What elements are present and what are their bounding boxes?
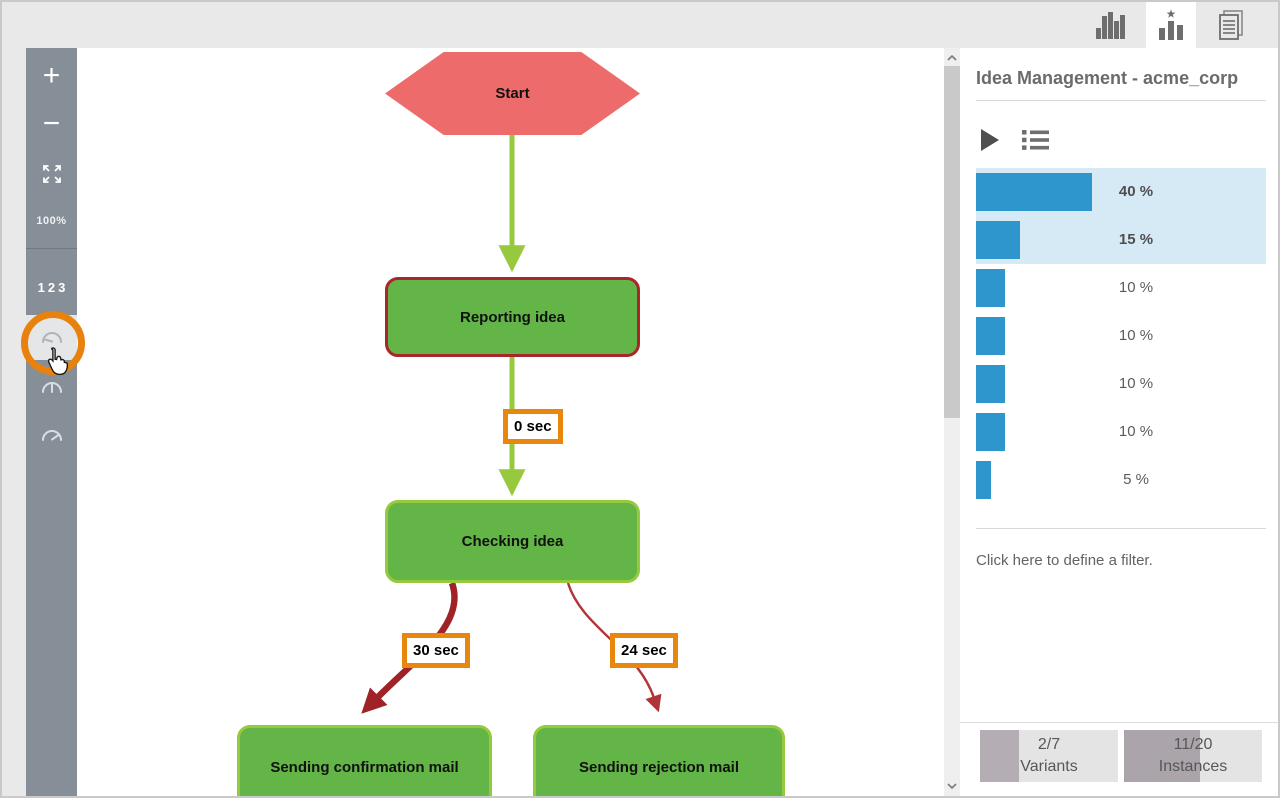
speed-fast-button[interactable] — [26, 413, 77, 458]
zoom-in-button[interactable]: + — [42, 59, 61, 92]
node-checking-idea[interactable]: Checking idea — [385, 500, 640, 583]
variant-list-button[interactable] — [1022, 129, 1049, 151]
panel-divider — [976, 528, 1266, 529]
scroll-up-button[interactable] — [944, 50, 960, 66]
documents-icon — [1219, 10, 1243, 40]
variants-chart: 40 % 15 % 10 % 10 % 10 % 10 % 5 % — [976, 168, 1266, 504]
gauge-slow-icon — [41, 332, 62, 343]
play-icon — [981, 129, 999, 151]
instances-label: Instances — [1158, 758, 1228, 775]
stat-badge: 11/20 Instances — [1124, 730, 1262, 782]
expand-icon — [42, 165, 61, 183]
view-tabs — [1086, 2, 1256, 48]
variant-percent-label: 10 % — [1118, 375, 1154, 392]
numbers-toggle-button[interactable]: 123 — [37, 280, 69, 295]
star-chart-icon — [1159, 9, 1183, 40]
variant-row[interactable]: 40 % — [976, 168, 1266, 216]
node-reporting-idea[interactable]: Reporting idea — [385, 277, 640, 357]
stat-badge: 2/7 Variants — [980, 730, 1118, 782]
variant-row[interactable]: 5 % — [976, 456, 1266, 504]
process-canvas[interactable]: Start Reporting idea Checking idea Sendi… — [77, 48, 944, 796]
tab-variants[interactable] — [1146, 2, 1196, 48]
tab-documents[interactable] — [1206, 2, 1256, 48]
variant-percent-label: 10 % — [1118, 423, 1154, 440]
variant-percent-label: 15 % — [1118, 231, 1154, 248]
list-icon — [1022, 130, 1049, 150]
speed-medium-button[interactable] — [26, 365, 77, 410]
fit-screen-button[interactable] — [26, 163, 77, 190]
scroll-down-button[interactable] — [944, 778, 960, 794]
variants-panel: Idea Management - acme_corp 40 % 15 % 10 %… — [960, 48, 1278, 796]
panel-title: Idea Management - acme_corp — [976, 68, 1239, 88]
zoom-level-button[interactable]: 100% — [36, 215, 67, 227]
variant-percent-label: 5 % — [1123, 471, 1149, 488]
gauge-medium-icon — [41, 382, 62, 393]
variant-bar[interactable] — [976, 173, 1092, 211]
chevron-up-icon — [947, 55, 957, 61]
edge-duration-label-0sec: 0 sec — [503, 409, 563, 444]
edge-duration-label-30sec: 30 sec — [402, 633, 470, 668]
variant-bar[interactable] — [976, 269, 1005, 307]
define-filter-link[interactable]: Click here to define a filter. — [976, 552, 1153, 569]
bar-chart-icon — [1096, 12, 1125, 39]
variant-row[interactable]: 10 % — [976, 408, 1266, 456]
variants-count: 2/7 — [1037, 736, 1061, 753]
chevron-down-icon — [947, 783, 957, 789]
variant-percent-label: 40 % — [1118, 183, 1154, 200]
tab-charts[interactable] — [1086, 2, 1136, 48]
variant-bar[interactable] — [976, 221, 1020, 259]
variant-bar[interactable] — [976, 461, 991, 499]
zoom-out-button[interactable]: − — [42, 107, 61, 140]
variant-row[interactable]: 15 % — [976, 216, 1266, 264]
variant-percent-label: 10 % — [1118, 327, 1154, 344]
scrollbar-thumb[interactable] — [944, 66, 960, 418]
variant-percent-label: 10 % — [1118, 279, 1154, 296]
gauge-fast-icon — [41, 430, 62, 441]
instances-count: 11/20 — [1173, 736, 1213, 753]
node-start[interactable]: Start — [385, 52, 640, 135]
node-sending-confirmation-mail[interactable]: Sending confirmation mail — [237, 725, 492, 796]
panel-divider — [976, 100, 1266, 101]
toolbar-divider — [26, 248, 77, 249]
variant-bar[interactable] — [976, 413, 1005, 451]
edge-checking-to-rejection[interactable] — [566, 582, 662, 713]
variant-bar[interactable] — [976, 317, 1005, 355]
edge-duration-label-24sec: 24 sec — [610, 633, 678, 668]
canvas-scrollbar[interactable] — [944, 48, 960, 796]
canvas-toolbar: + − 100% 123 — [26, 48, 77, 796]
variant-row[interactable]: 10 % — [976, 360, 1266, 408]
variants-label: Variants — [1020, 758, 1078, 775]
variant-bar[interactable] — [976, 365, 1005, 403]
panel-divider — [960, 722, 1278, 723]
variant-row[interactable]: 10 % — [976, 264, 1266, 312]
speed-slow-button[interactable] — [26, 315, 77, 360]
node-sending-rejection-mail[interactable]: Sending rejection mail — [533, 725, 785, 796]
badge-progress-fill — [980, 730, 1020, 782]
top-bar — [2, 2, 1278, 48]
play-animation-button[interactable] — [980, 128, 1000, 152]
variant-row[interactable]: 10 % — [976, 312, 1266, 360]
badge-progress-fill — [1124, 730, 1200, 782]
